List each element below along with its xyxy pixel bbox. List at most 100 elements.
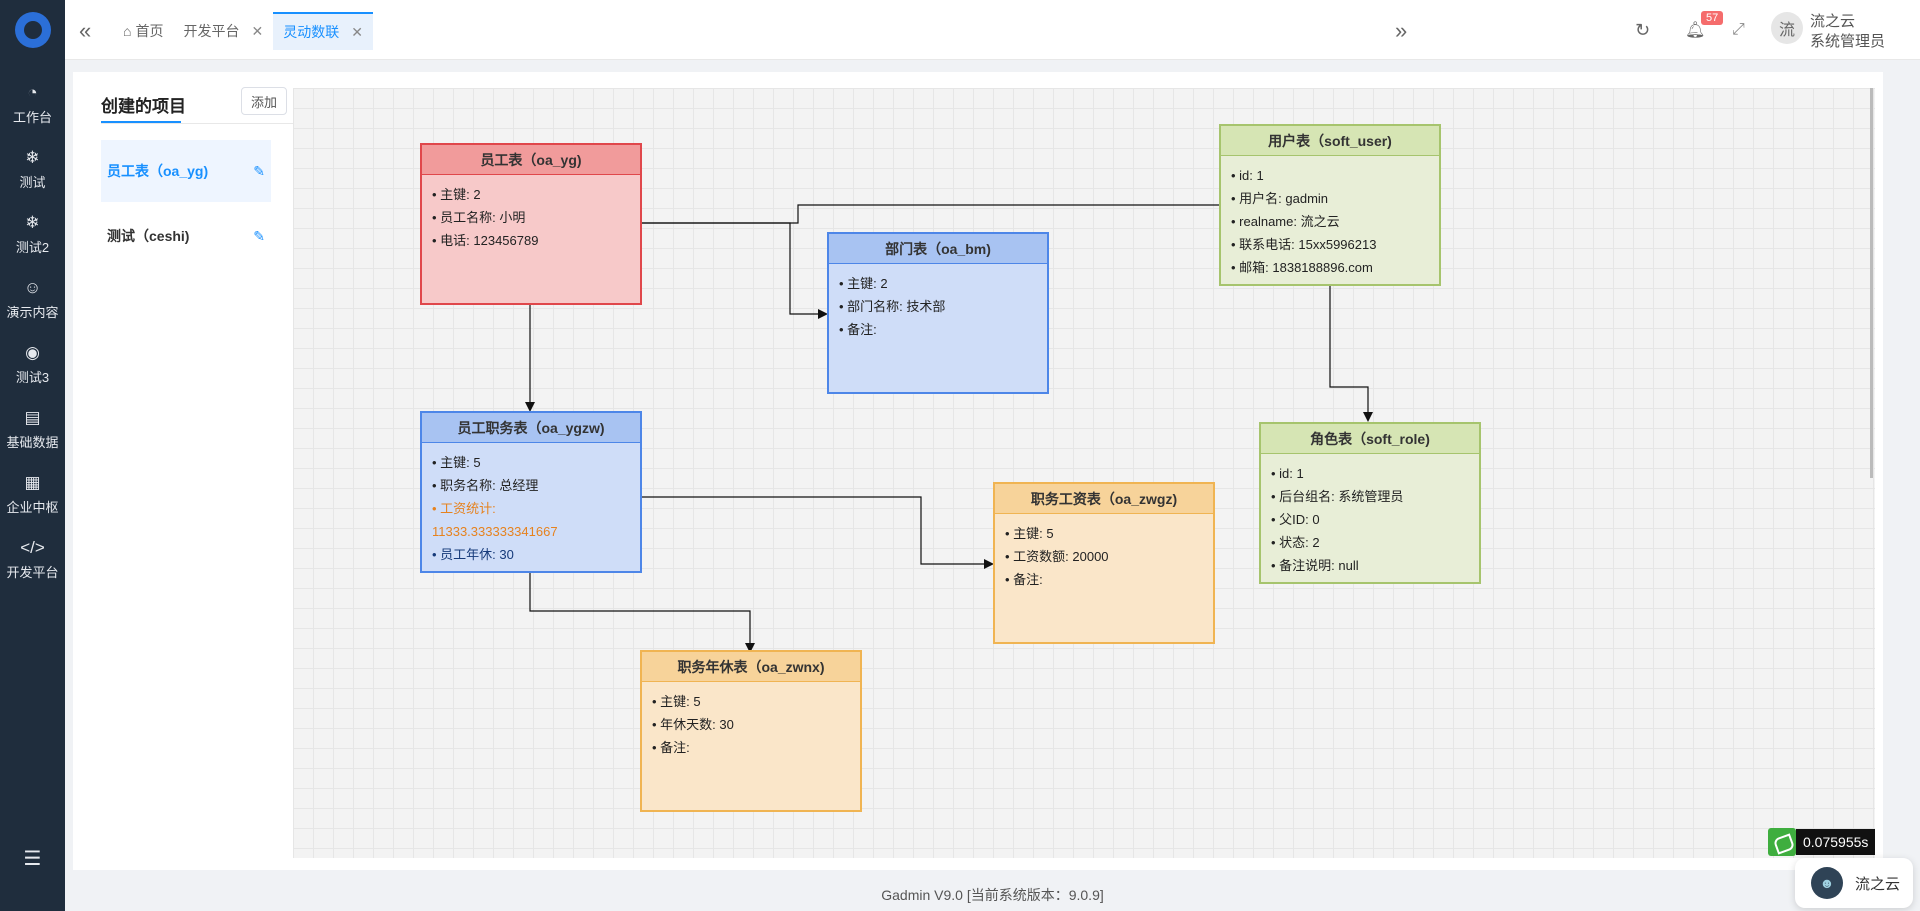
sidebar: ◔ 工作台 ❄ 测试 ❄ 测试2 ☺ 演示内容 ◉ 测试3 ▤ 基础数据 ▦ 企… (0, 0, 65, 911)
tab-data-link[interactable]: 灵动数联 ✕ (273, 12, 373, 50)
table-node-field: • 邮箱: 1838188896.com (1231, 260, 1373, 275)
project-label: 测试（ceshi) (107, 228, 190, 244)
refresh-icon[interactable]: ↻ (1635, 20, 1651, 40)
sidebar-item-label: 基础数据 (6, 435, 59, 450)
table-node-field: • 主键: 5 (652, 694, 701, 709)
grid-icon: ▦ (24, 473, 41, 492)
sidebar-item-test3[interactable]: ◉ 测试3 (0, 332, 65, 397)
close-icon[interactable]: ✕ (351, 23, 363, 40)
header: « ⌂ 首页 开发平台 ✕ 灵动数联 ✕ » ↻ 🔔︎ 57 ⤢ 流 流之云 系… (65, 0, 1920, 60)
table-node-title: 员工职务表（oa_ygzw) (422, 413, 640, 443)
table-node-field: • 工资统计: (432, 501, 496, 516)
table-node-field: • 状态: 2 (1271, 535, 1320, 550)
table-node-field: • 主键: 5 (1005, 526, 1054, 541)
snowflake-icon: ❄ (25, 148, 40, 167)
tab-home[interactable]: ⌂ 首页 (113, 12, 173, 50)
sidebar-item-label: 开发平台 (6, 565, 59, 580)
double-chevron-left-icon[interactable]: « (79, 18, 92, 43)
table-node-field: • id: 1 (1231, 168, 1264, 183)
table-node-field: • 电话: 123456789 (432, 233, 539, 248)
edge-user-role (1329, 286, 1373, 422)
table-node-field: • 员工年休: 30 (432, 547, 514, 562)
table-node-field: • 职务名称: 总经理 (432, 478, 539, 493)
main-content: 创建的项目 添加 员工表（oa_yg) ✎ 测试（ceshi) ✎ (73, 72, 1883, 870)
table-node-field: • 部门名称: 技术部 (839, 299, 946, 314)
fullscreen-icon[interactable]: ⤢ (1732, 21, 1745, 38)
sidebar-item-test[interactable]: ❄ 测试 (0, 137, 65, 202)
chat-avatar: ☻ (1811, 867, 1843, 899)
project-item[interactable]: 员工表（oa_yg) ✎ (101, 140, 271, 202)
tab-label: 灵动数联 (283, 24, 340, 40)
edit-icon[interactable]: ✎ (253, 227, 265, 244)
dashboard-icon: ◔ (27, 83, 38, 102)
table-node-oa-zwgz[interactable]: 职务工资表（oa_zwgz) • 主键: 5 • 工资数额: 20000 • 备… (993, 482, 1215, 644)
bell-icon[interactable]: 🔔︎ (1685, 22, 1706, 39)
table-node-field: • 年休天数: 30 (652, 717, 734, 732)
table-node-title: 用户表（soft_user) (1221, 126, 1439, 156)
table-node-field: • 员工名称: 小明 (432, 210, 526, 225)
table-node-field: • realname: 流之云 (1231, 214, 1340, 229)
logo (14, 12, 51, 48)
table-node-title: 角色表（soft_role) (1261, 424, 1479, 454)
panel-title: 创建的项目 (101, 97, 186, 116)
table-node-oa-zwnx[interactable]: 职务年休表（oa_zwnx) • 主键: 5 • 年休天数: 30 • 备注: (640, 650, 862, 812)
code-icon: </> (20, 538, 45, 557)
table-node-field: • 用户名: gadmin (1231, 191, 1329, 206)
sidebar-item-enterprise[interactable]: ▦ 企业中枢 (0, 462, 65, 527)
table-node-oa-ygzw[interactable]: 员工职务表（oa_ygzw) • 主键: 5 • 职务名称: 总经理 • 工资统… (420, 411, 642, 573)
table-node-field: • 主键: 2 (432, 187, 481, 202)
sidebar-item-label: 测试3 (15, 370, 50, 385)
diagram-canvas[interactable]: 员工表（oa_yg) • 主键: 2 • 员工名称: 小明 • 电话: 1234… (293, 88, 1875, 858)
sidebar-item-label: 企业中枢 (6, 500, 59, 515)
home-icon: ⌂ (123, 23, 132, 39)
tab-label: 首页 (135, 23, 164, 39)
table-node-title: 职务年休表（oa_zwnx) (642, 652, 860, 682)
chat-widget[interactable]: ☻ 流之云 (1795, 858, 1913, 908)
table-node-field: • 主键: 5 (432, 455, 481, 470)
menu-toggle-icon[interactable]: ☰ (23, 848, 42, 870)
table-node-title: 员工表（oa_yg) (422, 145, 640, 175)
sidebar-item-workbench[interactable]: ◔ 工作台 (0, 72, 65, 137)
sidebar-item-label: 测试 (19, 175, 46, 190)
edge-ygzw-zwgz (641, 496, 994, 569)
canvas-scrollbar[interactable] (1870, 88, 1873, 478)
sidebar-item-demo[interactable]: ☺ 演示内容 (0, 267, 65, 332)
leaf-logo-icon (1768, 828, 1796, 856)
debug-timer[interactable]: 0.075955s (1768, 828, 1876, 856)
sidebar-item-label: 演示内容 (6, 305, 59, 320)
table-node-oa-bm[interactable]: 部门表（oa_bm) • 主键: 2 • 部门名称: 技术部 • 备注: (827, 232, 1049, 394)
double-chevron-right-icon[interactable]: » (1395, 18, 1408, 43)
table-node-title: 职务工资表（oa_zwgz) (995, 484, 1213, 514)
sidebar-item-base-data[interactable]: ▤ 基础数据 (0, 397, 65, 462)
table-node-field: • 主键: 2 (839, 276, 888, 291)
sidebar-item-label: 测试2 (15, 240, 50, 255)
table-node-field: • 备注说明: null (1271, 558, 1359, 573)
tab-bar: ⌂ 首页 开发平台 ✕ 灵动数联 ✕ (113, 12, 373, 50)
add-project-button[interactable]: 添加 (241, 87, 287, 115)
sidebar-item-label: 工作台 (12, 110, 52, 125)
table-node-title: 部门表（oa_bm) (829, 234, 1047, 264)
clipboard-icon: ▤ (24, 408, 41, 427)
sidebar-item-dev-platform[interactable]: </> 开发平台 (0, 527, 65, 592)
table-node-field: • 联系电话: 15xx5996213 (1231, 237, 1377, 252)
snowflake-icon: ❄ (25, 213, 40, 232)
timer-value: 0.075955s (1796, 829, 1876, 855)
edge-ygzw-zwnx (529, 573, 755, 653)
project-label: 员工表（oa_yg) (107, 163, 209, 179)
table-node-field-value: 11333.333333341667 (432, 524, 558, 539)
tab-dev-platform[interactable]: 开发平台 ✕ (173, 12, 273, 50)
table-node-oa-yg[interactable]: 员工表（oa_yg) • 主键: 2 • 员工名称: 小明 • 电话: 1234… (420, 143, 642, 305)
smile-icon: ☺ (23, 278, 42, 297)
edit-icon[interactable]: ✎ (253, 162, 265, 179)
user-name[interactable]: 流之云 (1810, 13, 1856, 30)
table-node-field: • 工资数额: 20000 (1005, 549, 1109, 564)
table-node-soft-role[interactable]: 角色表（soft_role) • id: 1 • 后台组名: 系统管理员 • 父… (1259, 422, 1481, 584)
table-node-field: • 备注: (652, 740, 690, 755)
project-item[interactable]: 测试（ceshi) ✎ (101, 205, 271, 267)
table-node-soft-user[interactable]: 用户表（soft_user) • id: 1 • 用户名: gadmin • r… (1219, 124, 1441, 286)
close-icon[interactable]: ✕ (251, 22, 264, 39)
compass-icon: ◉ (25, 343, 40, 362)
table-node-field: • 父ID: 0 (1271, 512, 1320, 527)
avatar[interactable]: 流 (1771, 12, 1803, 44)
sidebar-item-test2[interactable]: ❄ 测试2 (0, 202, 65, 267)
